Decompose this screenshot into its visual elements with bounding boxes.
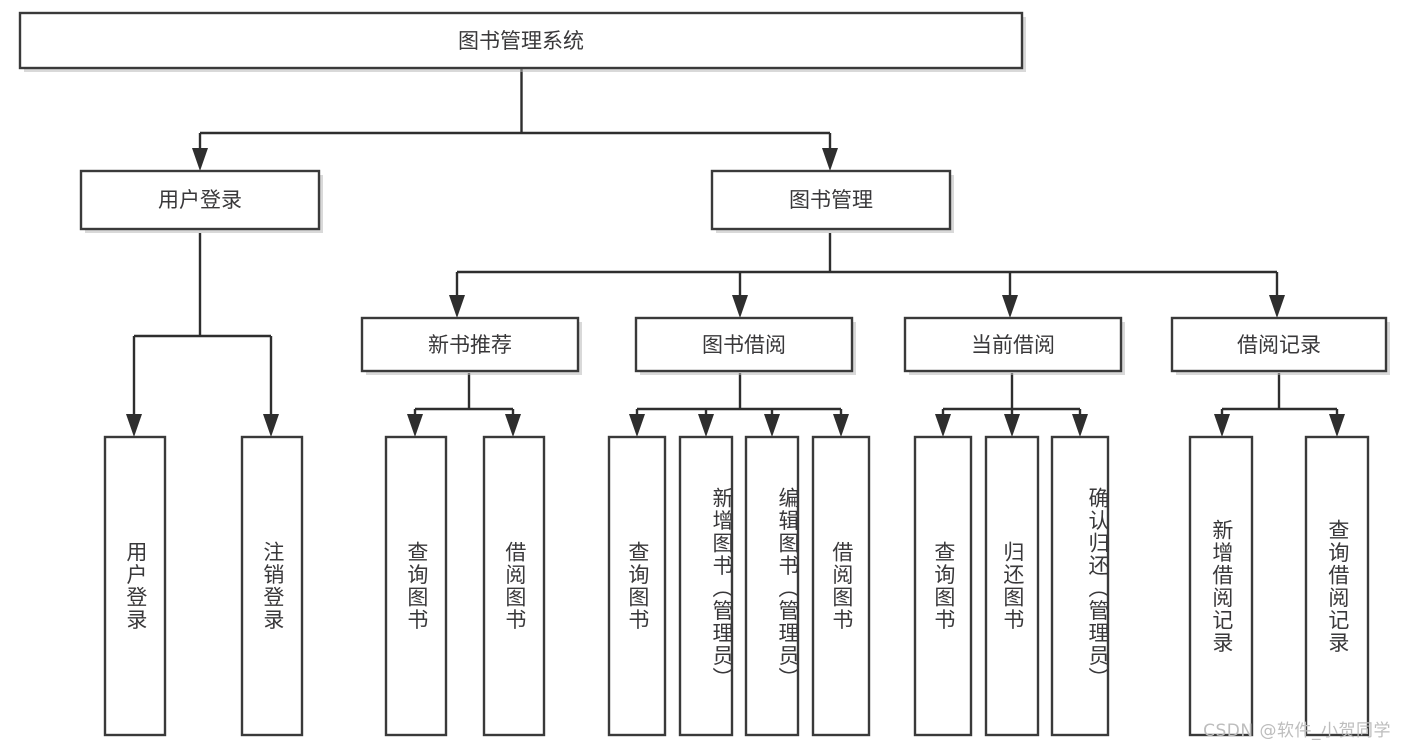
node-book-manage[interactable] [710, 169, 952, 231]
node-leaf-edit-book[interactable] [744, 435, 800, 737]
node-root-label: 图书管理系统 [458, 29, 584, 53]
arrow-book-borrow [732, 295, 748, 318]
arrow-current-borrow [1002, 295, 1018, 318]
arrow-new-book-recommend [449, 295, 465, 318]
node-leaf-query-book-1[interactable] [384, 435, 448, 737]
watermark-text: CSDN @软件_小贺同学 [1203, 721, 1391, 741]
node-user-login-label: 用户登录 [158, 188, 242, 212]
node-leaf-query-record[interactable] [1304, 435, 1370, 737]
node-leaf-borrow-book-2[interactable] [811, 435, 871, 737]
node-leaf-user-login[interactable] [103, 435, 167, 737]
arrow-leaf-edit-book [764, 414, 780, 437]
arrow-leaf-add-record [1214, 414, 1230, 437]
box-layer: 图书管理系统 用户登录 图书管理 新书推荐 图书借阅 当前借阅 借阅记录 [18, 11, 1390, 737]
arrow-leaf-user-login [126, 414, 142, 437]
arrow-leaf-query-book-1 [407, 414, 423, 437]
arrow-leaf-confirm-return [1072, 414, 1088, 437]
arrow-leaf-logout-login [263, 414, 279, 437]
connector-layer [126, 68, 1345, 437]
node-leaf-return-book[interactable] [984, 435, 1040, 737]
arrow-leaf-borrow-book-2 [833, 414, 849, 437]
node-leaf-query-book-2[interactable] [607, 435, 667, 737]
node-root[interactable] [18, 11, 1024, 70]
node-leaf-add-book[interactable] [678, 435, 734, 737]
node-new-book-recommend[interactable] [360, 316, 580, 373]
node-current-borrow-label: 当前借阅 [971, 333, 1055, 357]
arrow-leaf-borrow-book-1 [505, 414, 521, 437]
node-new-book-recommend-label: 新书推荐 [428, 333, 512, 357]
node-borrow-record[interactable] [1170, 316, 1388, 373]
arrow-user-login [192, 148, 208, 171]
node-leaf-confirm-return[interactable] [1050, 435, 1110, 737]
node-leaf-logout-login[interactable] [240, 435, 304, 737]
node-leaf-query-book-3[interactable] [913, 435, 973, 737]
arrow-borrow-record [1269, 295, 1285, 318]
arrow-leaf-add-book [698, 414, 714, 437]
node-book-manage-label: 图书管理 [789, 188, 873, 212]
node-user-login[interactable] [79, 169, 321, 231]
arrow-book-manage [822, 148, 838, 171]
arrow-leaf-query-book-2 [629, 414, 645, 437]
node-book-borrow[interactable] [634, 316, 854, 373]
arrow-leaf-query-record [1329, 414, 1345, 437]
node-book-borrow-label: 图书借阅 [702, 333, 786, 357]
arrow-leaf-return-book [1004, 414, 1020, 437]
node-leaf-add-record[interactable] [1188, 435, 1254, 737]
node-borrow-record-label: 借阅记录 [1237, 333, 1321, 357]
node-current-borrow[interactable] [903, 316, 1123, 373]
arrow-leaf-query-book-3 [935, 414, 951, 437]
node-leaf-borrow-book-1[interactable] [482, 435, 546, 737]
